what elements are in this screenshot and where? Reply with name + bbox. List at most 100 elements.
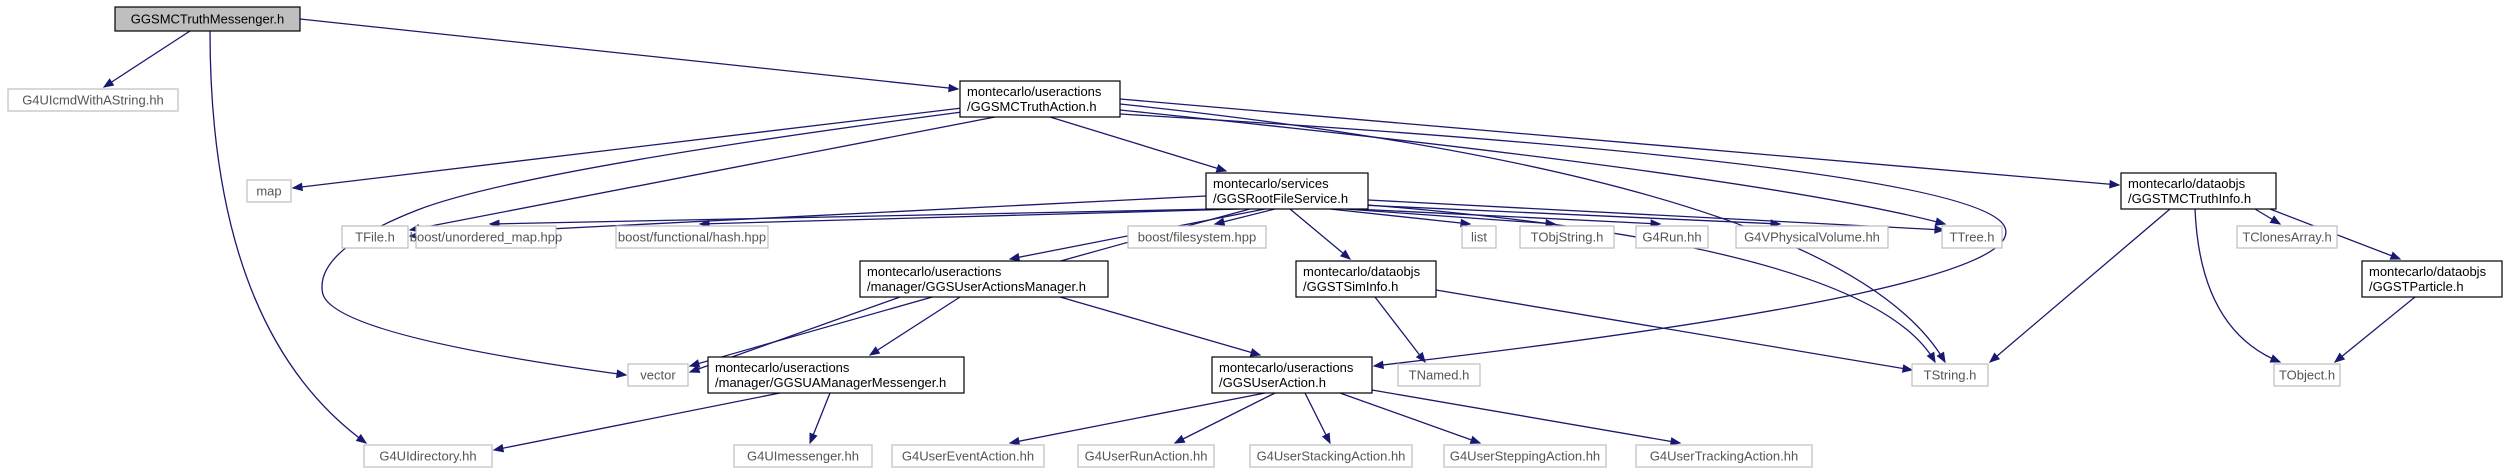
node-box (1519, 225, 1615, 249)
edge-line (1435, 289, 1913, 371)
edge-action-to-useraction (1119, 113, 2007, 370)
edge-arrowhead (355, 433, 368, 444)
node-ttree: TTree.h (1941, 225, 2003, 249)
node-uamm[interactable]: montecarlo/useractions/manager/GGSUAMana… (707, 356, 965, 394)
node-label-line: montecarlo/dataobjs (1303, 264, 1421, 279)
edge-line (1214, 208, 1276, 225)
node-particle[interactable]: montecarlo/dataobjs/GGSTParticle.h (2361, 260, 2503, 298)
edge-truthinfo-to-tclones (2254, 208, 2282, 225)
edge-arrowhead (291, 182, 303, 192)
edge-line (1119, 113, 2007, 367)
edge-siminfo-to-tstring (1435, 289, 1914, 373)
edge-line (493, 392, 781, 451)
node-uidir: G4UIdirectory.hh (363, 444, 493, 468)
edge-useraction-to-stack (1304, 392, 1331, 445)
edge-line (2194, 208, 2281, 363)
edge-arrowhead (1936, 351, 1946, 364)
node-label-line: TNamed.h (1409, 368, 1470, 383)
node-label-line: montecarlo/services (1213, 176, 1329, 191)
edge-rootfile-to-tobjstring (1344, 208, 1557, 228)
edge-arrowhead (2109, 179, 2121, 189)
edge-line (1359, 204, 1781, 225)
node-box (1443, 444, 1607, 468)
edge-arrowhead (616, 369, 628, 379)
node-box (1249, 444, 1413, 468)
edge-rootfile-to-ttree (1367, 199, 1946, 234)
node-box (2273, 363, 2341, 387)
edge-arrowhead (1213, 217, 1226, 226)
edge-line (1344, 208, 1556, 225)
node-box (615, 225, 769, 249)
node-box (1735, 225, 1889, 249)
node-label-line: G4VPhysicalVolume.hh (1744, 230, 1880, 245)
node-box (2120, 172, 2277, 210)
node-label-line: G4UserEventAction.hh (902, 449, 1034, 464)
edge-siminfo-to-tnamed (1374, 296, 1426, 364)
node-box (959, 80, 1121, 118)
edge-line (1329, 208, 1471, 225)
edge-rootfile-to-fs (1213, 208, 1276, 226)
edge-arrowhead (1934, 217, 1947, 226)
edge-line (292, 107, 963, 189)
edge-root-to-uidir (209, 30, 368, 444)
node-label-line: G4UserStackingAction.hh (1257, 449, 1406, 464)
node-list: list (1461, 225, 1497, 249)
node-label-line: /manager/GGSUAManagerMessenger.h (715, 375, 946, 390)
edge-line (1339, 392, 1481, 444)
node-label-line: G4UserSteppingAction.hh (1450, 449, 1600, 464)
edge-arrowhead (1339, 249, 1352, 260)
node-siminfo[interactable]: montecarlo/dataobjs/GGSTSimInfo.h (1295, 260, 1437, 298)
edge-arrowhead (1460, 218, 1472, 228)
node-box (341, 225, 409, 249)
edge-uam-to-uamm (868, 296, 961, 356)
edge-particle-to-tobject (2333, 296, 2416, 363)
edge-arrowhead (2269, 215, 2282, 225)
node-label-line: /GGSMCTruthAction.h (967, 99, 1097, 114)
node-box (1211, 356, 1373, 394)
edge-uam-to-useraction (1059, 296, 1262, 357)
edge-action-to-truthinfo (1119, 98, 2121, 189)
node-label-line: boost/filesystem.hpp (1138, 230, 1257, 245)
edge-root-to-action (299, 18, 960, 93)
node-tnamed: TNamed.h (1397, 363, 1481, 387)
edge-arrowhead (1008, 252, 1021, 262)
node-box (2361, 260, 2503, 298)
node-fs: boost/filesystem.hpp (1127, 225, 1267, 249)
edge-line (1989, 208, 2171, 363)
node-box (1635, 225, 1709, 249)
node-rootfile[interactable]: montecarlo/services/GGSRootFileService.h (1205, 172, 1369, 210)
node-box (246, 179, 292, 203)
edge-action-to-tstring (1119, 103, 1946, 364)
edge-arrowhead (1988, 352, 2001, 363)
node-box (1911, 363, 1989, 387)
node-label-line: list (1471, 230, 1487, 245)
node-uam[interactable]: montecarlo/useractions/manager/GGSUserAc… (859, 260, 1109, 298)
node-box (2236, 225, 2338, 249)
edge-uamm-to-uidir (492, 392, 781, 453)
node-root[interactable]: GGSMCTruthMessenger.h (114, 6, 301, 32)
edge-useraction-to-evt (1008, 392, 1266, 446)
edge-action-to-rootfile (1049, 116, 1228, 173)
node-label-line: map (256, 184, 281, 199)
node-vector: vector (627, 363, 689, 387)
node-tstring: TString.h (1911, 363, 1989, 387)
edge-arrowhead (1215, 164, 1228, 173)
node-evt: G4UserEventAction.hh (891, 444, 1045, 468)
edge-arrowhead (688, 359, 701, 368)
edge-action-to-map (291, 107, 963, 192)
node-truthinfo[interactable]: montecarlo/dataobjs/GGSTMCTruthInfo.h (2120, 172, 2277, 210)
edge-arrowhead (1008, 436, 1021, 446)
node-label-line: GGSMCTruthMessenger.h (131, 12, 284, 27)
edge-arrowhead (809, 432, 818, 445)
node-label-line: /GGSTSimInfo.h (1303, 279, 1398, 294)
edge-arrowhead (1926, 351, 1936, 364)
edge-arrowhead (1173, 434, 1186, 444)
edge-rootfile-to-umap (488, 208, 1216, 229)
edge-arrowhead (102, 78, 115, 88)
node-action[interactable]: montecarlo/useractions/GGSMCTruthAction.… (959, 80, 1121, 118)
node-useraction[interactable]: montecarlo/useractions/GGSUserAction.h (1211, 356, 1373, 394)
edge-arrowhead (1372, 360, 1384, 370)
node-label-line: G4UIdirectory.hh (379, 449, 476, 464)
edge-line (209, 30, 367, 444)
node-g4run: G4Run.hh (1635, 225, 1709, 249)
